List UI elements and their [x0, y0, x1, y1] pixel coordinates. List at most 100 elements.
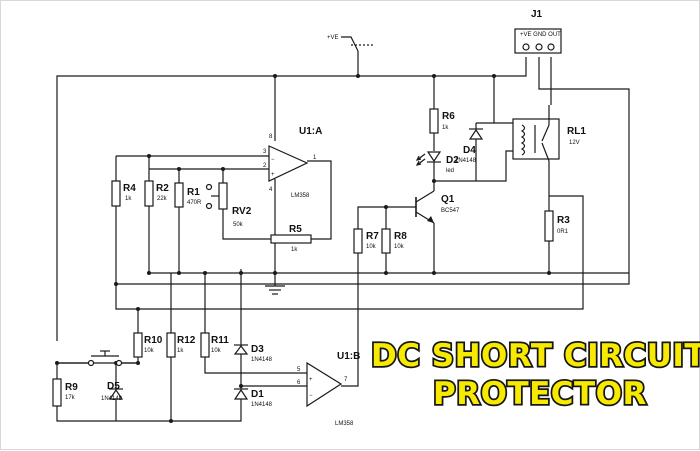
d3-ref: D3	[251, 344, 264, 355]
u1a-pin-8: 8	[269, 134, 273, 140]
resistor-r5	[270, 234, 312, 244]
junction-dot	[55, 361, 59, 365]
svg-text:−: −	[309, 393, 313, 399]
u1b-pin-6: 6	[297, 380, 301, 386]
diode-d4	[468, 123, 484, 140]
resistor-r6	[429, 108, 439, 134]
resistor-r7	[353, 228, 363, 254]
d5-value: 1N4148	[101, 396, 123, 402]
junction-dot	[177, 271, 181, 275]
diode-d1	[233, 381, 249, 400]
junction-dot	[492, 74, 496, 78]
opamp-u1a: − +	[268, 145, 309, 182]
junction-dot	[203, 271, 207, 275]
d2-ref: D2	[446, 155, 459, 166]
r11-value: 10k	[211, 348, 222, 354]
r6-value: 1k	[442, 125, 449, 131]
resistor-r8	[381, 228, 391, 254]
resistor-r1	[174, 182, 184, 208]
r9-value: 17k	[65, 395, 76, 401]
u1a-ref: U1:A	[299, 126, 322, 137]
wire-r7-top	[357, 206, 386, 229]
junction-dot	[547, 271, 551, 275]
r11-ref: R11	[211, 335, 229, 346]
svg-text:+: +	[271, 172, 275, 178]
r5-value: 1k	[291, 247, 298, 253]
junction-dot	[239, 271, 243, 275]
wire-lower-bus	[115, 195, 584, 310]
resistor-r11	[200, 332, 210, 358]
u1a-part: LM358	[291, 193, 310, 199]
junction-dot	[177, 167, 181, 171]
u1b-ref: U1:B	[337, 351, 360, 362]
diode-d5	[108, 383, 124, 400]
r3-value: 0R1	[557, 229, 569, 235]
wire-relay-coil-return	[434, 150, 517, 182]
junction-dot	[384, 271, 388, 275]
d3-value: 1N4148	[251, 357, 273, 363]
r2-ref: R2	[156, 183, 169, 194]
connector-ref: J1	[531, 9, 543, 20]
wire-r12-bottom	[56, 357, 172, 422]
junction-dot	[432, 271, 436, 275]
led-icon	[415, 151, 442, 167]
resistor-r3	[544, 210, 554, 242]
r12-value: 1k	[177, 348, 184, 354]
potentiometer-rv2	[218, 182, 228, 210]
junction-dot	[147, 154, 151, 158]
q1-ref: Q1	[441, 194, 455, 205]
resistor-r9	[52, 378, 62, 407]
d2-value: led	[446, 168, 454, 174]
u1a-pin-4: 4	[269, 187, 273, 193]
resistor-r12	[166, 332, 176, 358]
r4-ref: R4	[123, 183, 136, 194]
q1-value: BC547	[441, 208, 460, 214]
resistor-r10	[133, 332, 143, 358]
wire-d1-bottom	[171, 399, 242, 422]
r6-ref: R6	[442, 111, 455, 122]
u1a-pin-2: 2	[263, 163, 267, 169]
svg-text:−: −	[271, 157, 275, 163]
rv2-value: 50k	[233, 222, 244, 228]
opamp-u1b: + −	[306, 361, 343, 408]
connector-j1	[514, 28, 562, 54]
d4-value: 1N4148	[455, 158, 477, 164]
r4-value: 1k	[125, 196, 132, 202]
d4-ref: D4	[463, 145, 476, 156]
u1b-pin-7: 7	[344, 377, 348, 383]
pot-pin	[205, 183, 213, 191]
ground-icon	[265, 285, 285, 295]
title-line-2: PROTECTOR	[433, 376, 647, 412]
r7-value: 10k	[366, 244, 377, 250]
wire-top-rail	[56, 57, 527, 341]
relay-coil-icon	[520, 124, 526, 156]
junction-dot	[147, 271, 151, 275]
r10-ref: R10	[144, 335, 163, 346]
rl1-ref: RL1	[567, 126, 586, 137]
relay-rl1	[512, 105, 560, 162]
junction-dot	[273, 74, 277, 78]
resistors	[52, 108, 554, 407]
diodes	[108, 123, 484, 400]
u1a-pin-1: 1	[313, 155, 317, 161]
pot-pin	[205, 202, 213, 210]
push-switch-icon	[87, 350, 123, 367]
diode-d3	[233, 344, 249, 361]
wire-u1b-output	[341, 253, 359, 387]
junction-dot	[356, 74, 360, 78]
svg-text:+: +	[309, 377, 313, 383]
junction-dot	[114, 282, 118, 286]
d1-value: 1N4148	[251, 402, 273, 408]
r8-ref: R8	[394, 231, 407, 242]
u1b-part: LM358	[335, 421, 354, 427]
supply-terminal-icon	[341, 36, 375, 52]
wire-rv2-bottom	[222, 209, 271, 240]
r1-value: 470R	[187, 200, 202, 206]
junction-dot	[273, 271, 277, 275]
junction-dot	[136, 307, 140, 311]
wire-r5-feedback	[307, 160, 332, 240]
r12-ref: R12	[177, 335, 196, 346]
r1-ref: R1	[187, 187, 200, 198]
d5-ref: D5	[107, 381, 120, 392]
